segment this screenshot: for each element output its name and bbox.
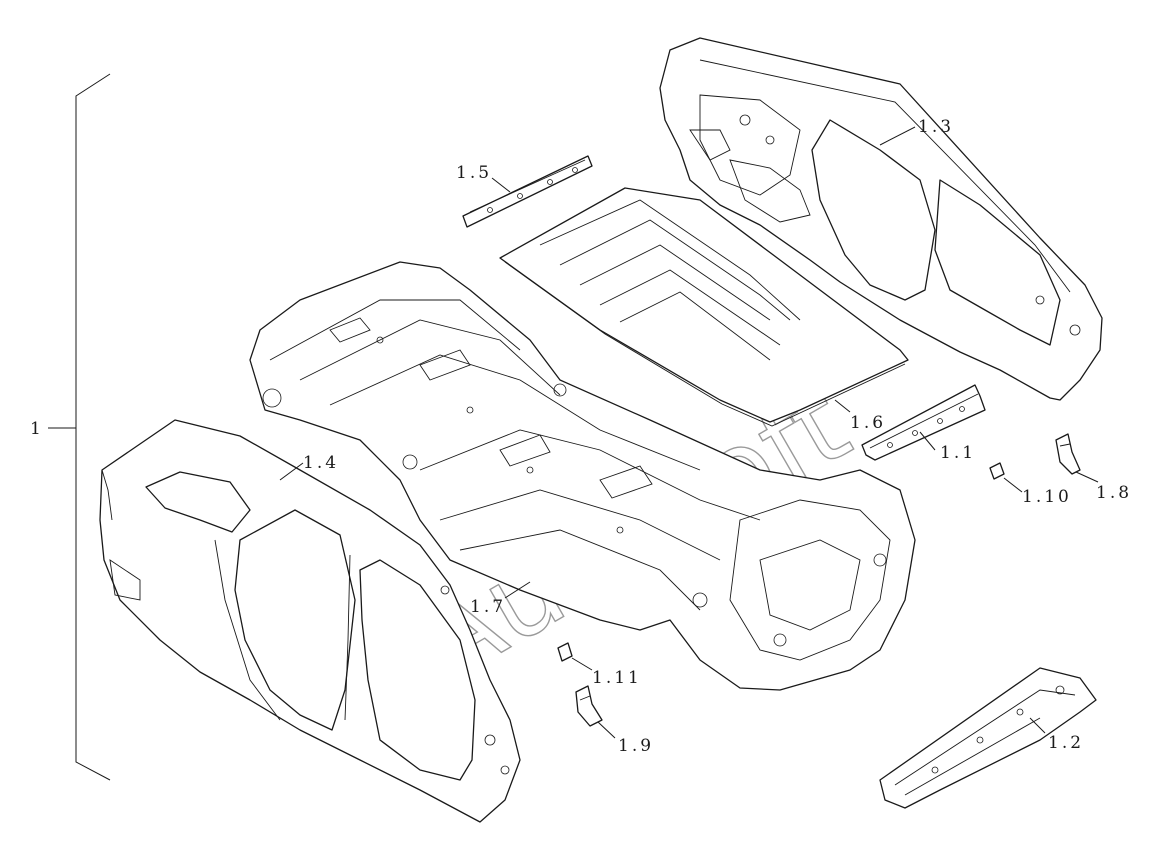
left-side-outer-panel [99, 419, 521, 823]
leader-1-4 [279, 462, 304, 481]
clip [989, 462, 1005, 480]
clip [557, 642, 573, 662]
leader-1-7 [504, 581, 531, 599]
leader-1-5 [491, 177, 511, 193]
leader-1-6 [834, 399, 851, 413]
callout-1-3: 1.3 [918, 117, 954, 137]
callout-1-5: 1.5 [456, 163, 492, 183]
leader-1-9 [597, 721, 616, 739]
callout-1-4: 1.4 [303, 453, 339, 473]
leader-1-1 [919, 431, 936, 451]
leader-1-10 [1003, 477, 1023, 493]
roof-panel [499, 187, 909, 427]
callout-1-2: 1.2 [1048, 733, 1084, 753]
callout-1-11: 1.11 [592, 668, 642, 688]
underbody-floor [249, 261, 916, 691]
leader-lines [279, 126, 1099, 739]
assembly-bracket: 1 [30, 73, 111, 781]
callout-1-6: 1.6 [850, 413, 886, 433]
leader-1-2 [1029, 717, 1046, 734]
front-crossmember [861, 384, 986, 461]
callout-1-10: 1.10 [1022, 487, 1072, 507]
callout-1-8: 1.8 [1096, 483, 1132, 503]
leader-1-11 [571, 657, 593, 671]
callout-1-1: 1.1 [940, 443, 976, 463]
leader-1-8 [1075, 471, 1099, 483]
bracket [575, 685, 603, 727]
callout-1-7: 1.7 [470, 597, 506, 617]
cowl-panel [879, 667, 1097, 809]
callout-labels: 1.1 1.2 1.3 1.4 1.5 1.6 1.7 1.8 1.9 1.10… [303, 117, 1132, 756]
rear-header-rail [462, 155, 593, 228]
right-side-outer-panel [659, 37, 1103, 401]
bracket [1055, 433, 1081, 475]
callout-1-9: 1.9 [618, 736, 654, 756]
assembly-label: 1 [30, 419, 44, 439]
leader-1-3 [879, 126, 916, 146]
